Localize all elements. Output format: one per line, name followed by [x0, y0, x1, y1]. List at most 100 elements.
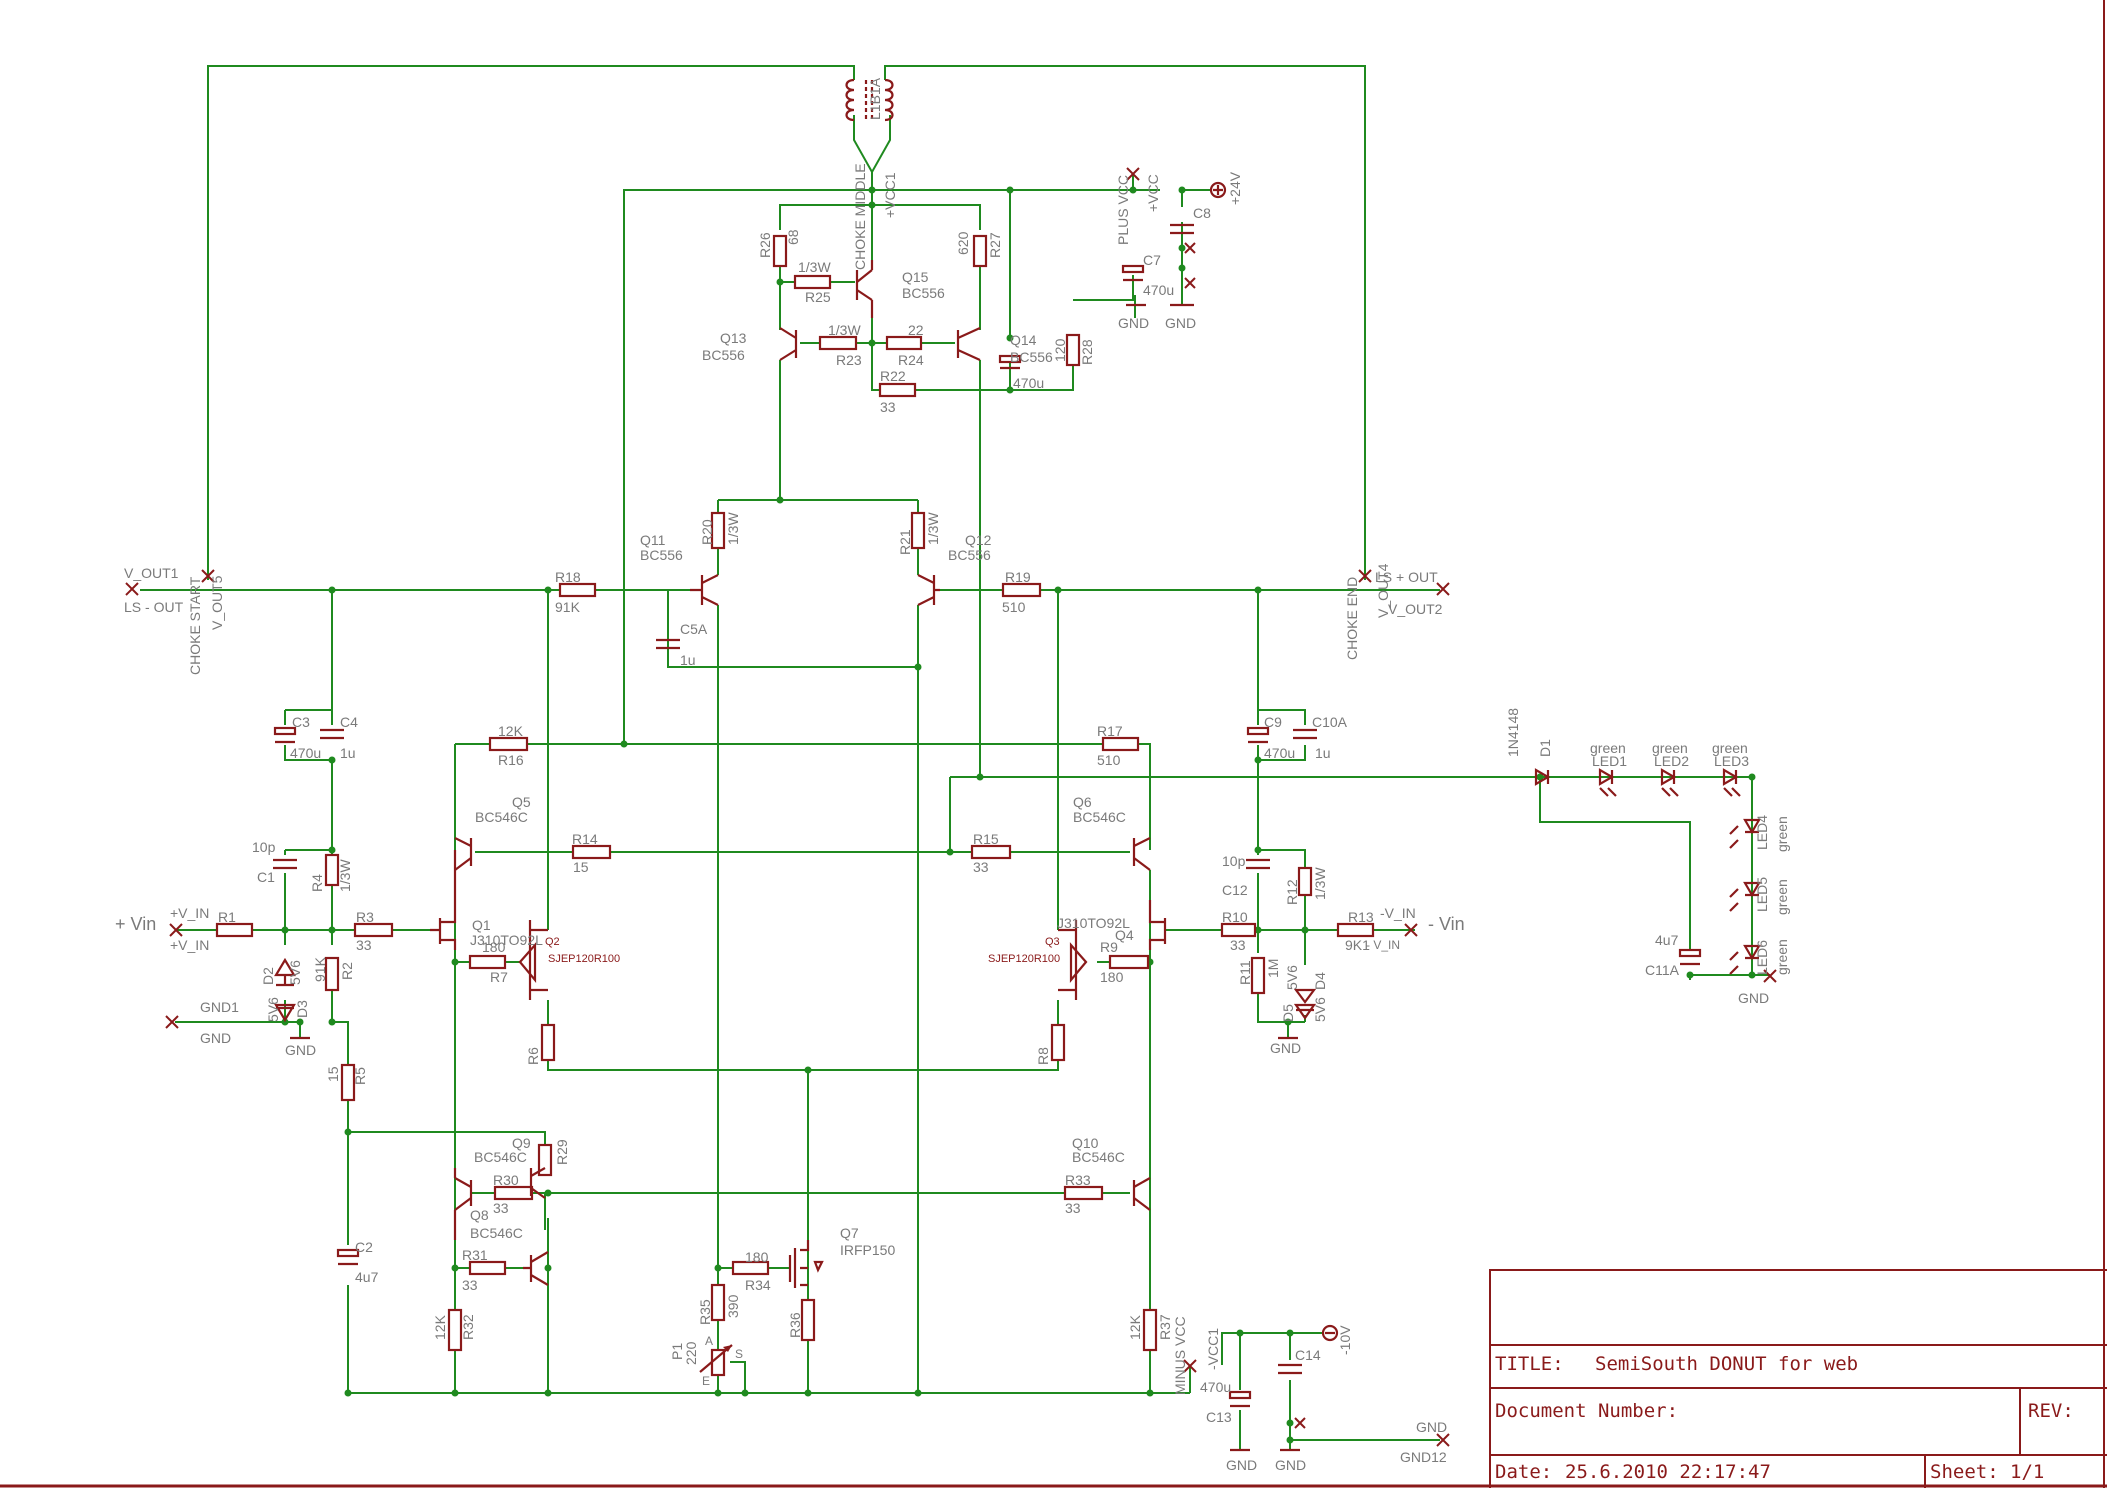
net-choke-end: CHOKE END: [1344, 577, 1360, 660]
net-ls-minus-out: LS - OUT: [124, 599, 184, 615]
svg-text:33: 33: [356, 937, 372, 953]
svg-text:BC556: BC556: [702, 347, 745, 363]
svg-text:R2: R2: [339, 962, 355, 980]
net-gnd-d3: GND: [285, 1042, 316, 1058]
svg-text:SJEP120R100: SJEP120R100: [548, 953, 620, 965]
svg-text:Q11: Q11: [640, 532, 666, 548]
svg-text:LED3: LED3: [1714, 753, 1749, 769]
doc-number-label: Document Number:: [1495, 1400, 1678, 1422]
svg-text:IRFP150: IRFP150: [840, 1242, 895, 1258]
svg-text:R23: R23: [836, 352, 862, 368]
svg-text:R26: R26: [757, 232, 773, 258]
transistors: [430, 260, 1167, 1288]
svg-text:R36: R36: [787, 1312, 803, 1338]
svg-text:470u: 470u: [1200, 1379, 1231, 1395]
svg-text:Q15: Q15: [902, 269, 929, 285]
svg-text:33: 33: [973, 859, 989, 875]
svg-text:D1: D1: [1537, 739, 1553, 757]
svg-text:R37: R37: [1157, 1314, 1173, 1340]
svg-text:Q2: Q2: [545, 936, 560, 948]
title-text: SemiSouth DONUT for web: [1595, 1353, 1858, 1375]
svg-text:470u: 470u: [1143, 282, 1174, 298]
svg-text:C11A: C11A: [1645, 962, 1680, 978]
svg-text:510: 510: [1002, 599, 1026, 615]
svg-text:R33: R33: [1065, 1172, 1091, 1188]
svg-text:BC546C: BC546C: [1072, 1149, 1125, 1165]
net-vcc1-minus: -VCC1: [1205, 1328, 1221, 1370]
net-10v: -10V: [1337, 1325, 1353, 1355]
svg-text:15: 15: [573, 859, 589, 875]
net-v-out2: V_OUT2: [1388, 601, 1443, 617]
net-v-out5: V_OUT5: [209, 575, 225, 630]
svg-text:C8: C8: [1193, 205, 1211, 221]
svg-text:R30: R30: [493, 1172, 519, 1188]
svg-text:Q7: Q7: [840, 1225, 859, 1241]
resistors: [215, 234, 1375, 1377]
capacitors: [273, 223, 1702, 1408]
svg-text:1/3W: 1/3W: [725, 512, 741, 545]
svg-text:R27: R27: [987, 232, 1003, 258]
svg-text:R34: R34: [745, 1277, 771, 1293]
svg-text:BC556: BC556: [1010, 349, 1053, 365]
svg-text:220: 220: [683, 1341, 699, 1365]
svg-text:LED4: LED4: [1754, 815, 1770, 850]
net-gnd-c8: GND: [1165, 315, 1196, 331]
svg-text:green: green: [1774, 816, 1790, 852]
component-labels: L1B1A R26 68 620 R27 1/3W R25 Q15 BC556 …: [218, 77, 1790, 1425]
net-gnd-right: GND: [1416, 1419, 1447, 1435]
svg-text:green: green: [1712, 740, 1748, 756]
svg-text:1u: 1u: [1315, 745, 1331, 761]
svg-text:E: E: [702, 1374, 710, 1388]
svg-text:5V6: 5V6: [1312, 997, 1328, 1022]
svg-text:J310TO92L: J310TO92L: [470, 932, 543, 948]
ground-symbols: [290, 181, 1339, 1452]
svg-text:R10: R10: [1222, 909, 1248, 925]
svg-text:R11: R11: [1237, 960, 1253, 985]
svg-text:470u: 470u: [1013, 375, 1044, 391]
svg-text:D5: D5: [1280, 1004, 1296, 1022]
net-vin-plus: + Vin: [115, 914, 156, 934]
svg-text:green: green: [1590, 740, 1626, 756]
net-gnd-left: GND: [200, 1030, 231, 1046]
net-v-in-minus-b: - V_IN: [1366, 938, 1400, 952]
svg-text:620: 620: [955, 231, 971, 255]
svg-text:180: 180: [1100, 969, 1124, 985]
svg-text:33: 33: [880, 399, 896, 415]
net-vcc1-plus: +VCC1: [882, 172, 898, 218]
svg-text:1/3W: 1/3W: [1312, 867, 1328, 900]
svg-text:R3: R3: [356, 909, 374, 925]
svg-text:C10A: C10A: [1312, 714, 1348, 730]
svg-text:J310TO92L: J310TO92L: [1057, 915, 1130, 931]
net-gnd-led: GND: [1738, 990, 1769, 1006]
svg-text:Q13: Q13: [720, 330, 747, 346]
net-choke-middle: CHOKE MIDDLE: [852, 163, 868, 270]
svg-text:91K: 91K: [555, 599, 581, 615]
svg-text:R15: R15: [973, 831, 999, 847]
svg-text:Q6: Q6: [1073, 794, 1092, 810]
svg-text:R25: R25: [805, 289, 831, 305]
svg-text:15: 15: [325, 1066, 341, 1082]
svg-text:R9: R9: [1100, 939, 1118, 955]
svg-text:R32: R32: [460, 1314, 476, 1340]
svg-text:R1: R1: [218, 909, 236, 925]
svg-text:1/3W: 1/3W: [337, 859, 353, 892]
svg-text:LED2: LED2: [1654, 753, 1689, 769]
net-gnd-c7: GND: [1118, 315, 1149, 331]
svg-text:D4: D4: [1312, 972, 1328, 990]
svg-text:1u: 1u: [340, 745, 356, 761]
svg-text:C1: C1: [257, 869, 275, 885]
svg-text:C14: C14: [1295, 1347, 1321, 1363]
svg-text:Q8: Q8: [470, 1207, 489, 1223]
svg-text:L1B1A: L1B1A: [867, 77, 883, 120]
net-24v: +24V: [1227, 171, 1243, 205]
svg-text:R24: R24: [898, 352, 924, 368]
svg-text:4u7: 4u7: [355, 1269, 379, 1285]
net-gnd-c14: GND: [1275, 1457, 1306, 1473]
svg-text:12K: 12K: [1127, 1314, 1143, 1340]
net-minus-vcc: MINUS VCC: [1172, 1316, 1188, 1395]
svg-text:12K: 12K: [498, 723, 524, 739]
svg-text:1/3W: 1/3W: [925, 512, 941, 545]
svg-text:Q4: Q4: [1115, 927, 1134, 943]
svg-text:180: 180: [745, 1249, 769, 1265]
